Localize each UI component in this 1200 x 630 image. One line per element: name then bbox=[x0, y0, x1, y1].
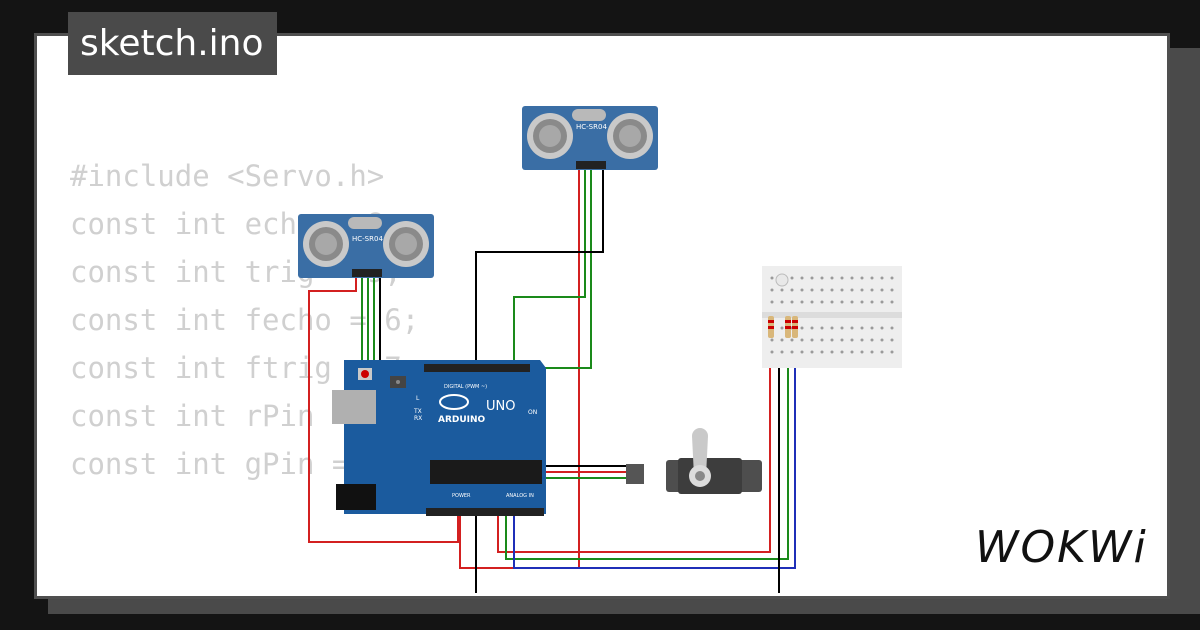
resistor bbox=[792, 316, 798, 338]
ultrasonic-sensor-left[interactable]: HC-SR04 bbox=[298, 214, 434, 278]
sensor-model-label: HC-SR04 bbox=[576, 123, 607, 131]
rgb-led[interactable] bbox=[775, 273, 789, 287]
board-brand-label: ARDUINO bbox=[438, 415, 486, 425]
on-led-label: ON bbox=[528, 409, 537, 416]
resistor bbox=[785, 316, 791, 338]
wire bbox=[505, 338, 789, 560]
servo-motor[interactable] bbox=[626, 428, 762, 494]
breadboard[interactable] bbox=[762, 266, 902, 368]
wire bbox=[497, 338, 771, 553]
rx-led-label: RX bbox=[414, 415, 422, 422]
code-line: #include <Servo.h> bbox=[70, 159, 385, 193]
l-led-label: L bbox=[416, 395, 420, 402]
digital-header-label: DIGITAL (PWM ~) bbox=[444, 384, 487, 390]
sketch-title: sketch.ino bbox=[68, 12, 278, 75]
wire bbox=[308, 278, 459, 543]
wire bbox=[520, 170, 592, 369]
board-model-label: UNO bbox=[486, 399, 515, 414]
tx-led-label: TX bbox=[413, 408, 422, 415]
wire bbox=[513, 338, 796, 569]
resistor bbox=[768, 316, 774, 338]
sensor-model-label: HC-SR04 bbox=[352, 235, 383, 243]
analog-header-label: ANALOG IN bbox=[506, 493, 534, 499]
ultrasonic-sensor-top[interactable]: HC-SR04 bbox=[522, 106, 658, 170]
wire bbox=[513, 170, 586, 368]
arduino-uno-board[interactable]: ARDUINO UNO DIGITAL (PWM ~) ANALOG IN PO… bbox=[332, 360, 546, 516]
wokwi-logo: WOKWi bbox=[975, 522, 1148, 573]
code-line: const int ftrig = 7; bbox=[70, 351, 420, 385]
power-header-label: POWER bbox=[452, 493, 471, 499]
